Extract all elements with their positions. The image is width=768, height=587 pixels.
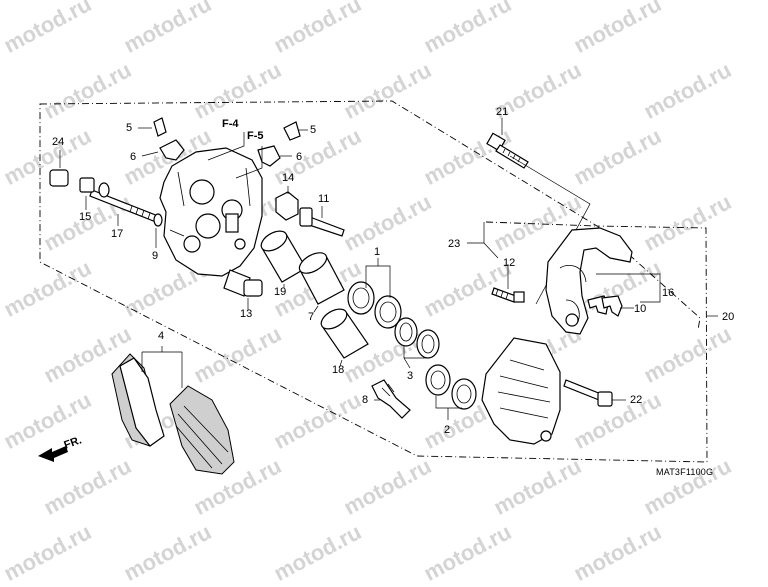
- pad-pin-17: [79, 177, 163, 248]
- callout-20: 20: [722, 311, 735, 323]
- piston-18: [320, 308, 369, 367]
- pad-spring-8: [371, 379, 411, 419]
- callout-21: 21: [496, 106, 509, 118]
- pin-boot-14: [275, 186, 299, 221]
- callout-13: 13: [240, 308, 253, 320]
- pad-spring-clips-10: [587, 295, 623, 317]
- callout-16: 16: [662, 287, 675, 299]
- callout-3: 3: [407, 370, 414, 382]
- piston-seals-1: [347, 258, 402, 329]
- figure-code: MAT3F1100G: [656, 467, 714, 477]
- piston-7: [298, 252, 345, 313]
- front-arrow-icon: [38, 446, 68, 462]
- callout-14: 14: [282, 172, 295, 184]
- leader-16: [596, 273, 661, 303]
- bolt-22: [563, 379, 626, 407]
- seals-2: [425, 364, 477, 420]
- callout-5-right: 5: [310, 124, 317, 136]
- caliper-body: [159, 147, 263, 277]
- callout-18: 18: [332, 364, 345, 376]
- callout-2: 2: [444, 424, 451, 436]
- callout-23: 23: [448, 238, 461, 250]
- slide-pin-12: [491, 264, 525, 303]
- callout-11: 11: [318, 193, 330, 205]
- callout-8: 8: [362, 394, 369, 406]
- callout-17: 17: [111, 228, 124, 240]
- callout-7: 7: [308, 311, 315, 323]
- bleeder-valve-left: [138, 117, 185, 161]
- plug-24: [49, 150, 69, 187]
- reference-f5: F-5: [247, 130, 264, 142]
- leader-23: [467, 222, 499, 259]
- caliper-half-22: [481, 337, 561, 445]
- callout-6-right: 6: [296, 151, 303, 163]
- callout-9: 9: [152, 250, 159, 262]
- callout-24: 24: [52, 136, 65, 148]
- callout-1: 1: [374, 246, 381, 258]
- bleeder-valve-right: [257, 121, 308, 167]
- bracket-subframe: [485, 221, 701, 331]
- reference-lines: [207, 132, 263, 179]
- callout-6-left: 6: [130, 151, 137, 163]
- piston-19: [260, 230, 307, 288]
- dust-seals-3: [394, 317, 440, 369]
- caliper-bracket-16: [545, 227, 633, 335]
- assembly-frame: [39, 100, 708, 463]
- callout-5-left: 5: [126, 122, 133, 134]
- slide-pin-11: [299, 206, 345, 237]
- callout-22: 22: [630, 394, 643, 406]
- reference-f4: F-4: [222, 118, 239, 130]
- callout-10: 10: [634, 303, 647, 315]
- bolt-21: [486, 118, 529, 169]
- brake-pads-4: [111, 346, 235, 475]
- callout-12: 12: [503, 257, 516, 269]
- sleeve-13: [223, 269, 263, 310]
- callout-19: 19: [274, 286, 287, 298]
- callout-15: 15: [79, 211, 92, 223]
- callout-4: 4: [158, 330, 165, 342]
